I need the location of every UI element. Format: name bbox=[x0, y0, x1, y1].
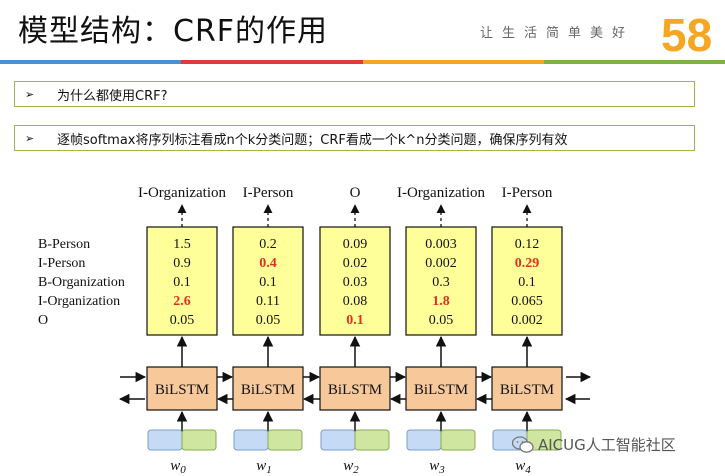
bilstm-box bbox=[146, 366, 218, 411]
bilstm-label: BiLSTM bbox=[241, 382, 295, 398]
slogan: 让生活简单美好 bbox=[480, 26, 635, 41]
bullet-arrow-icon: ➢ bbox=[25, 131, 35, 145]
score-value: 0.05 bbox=[429, 313, 454, 328]
score-value: 1.5 bbox=[173, 237, 191, 252]
word-subscript: 2 bbox=[353, 464, 359, 476]
embedding-left bbox=[406, 429, 442, 451]
word-base: w bbox=[429, 458, 439, 474]
score-value: 0.1 bbox=[346, 313, 364, 328]
header-rule bbox=[0, 60, 725, 64]
score-value: 0.1 bbox=[173, 275, 191, 290]
embedding-right bbox=[181, 429, 217, 451]
score-value: 0.002 bbox=[425, 256, 457, 271]
bullet-text: 为什么都使用CRF? bbox=[57, 88, 168, 104]
score-box bbox=[146, 226, 218, 336]
word-base: w bbox=[515, 458, 525, 474]
embedding-left bbox=[320, 429, 356, 451]
score-value: 0.12 bbox=[515, 237, 540, 252]
bilstm-label: BiLSTM bbox=[414, 382, 468, 398]
word-base: w bbox=[343, 458, 353, 474]
word-label: w1 bbox=[256, 458, 272, 476]
score-value: 0.08 bbox=[343, 294, 368, 309]
score-value: 2.6 bbox=[173, 294, 191, 309]
output-label: I-Organization bbox=[397, 185, 486, 201]
output-label: I-Organization bbox=[138, 185, 227, 201]
bilstm-label: BiLSTM bbox=[155, 382, 209, 398]
score-box bbox=[405, 226, 477, 336]
brand-logo-text: 58 bbox=[661, 9, 712, 56]
score-value: 0.02 bbox=[343, 256, 368, 271]
score-value: 0.05 bbox=[256, 313, 281, 328]
word-base: w bbox=[170, 458, 180, 474]
output-label: I-Person bbox=[502, 185, 553, 201]
word-subscript: 4 bbox=[525, 464, 531, 476]
score-value: 0.9 bbox=[173, 256, 191, 271]
word-subscript: 0 bbox=[180, 464, 186, 476]
score-value: 0.1 bbox=[518, 275, 536, 290]
bilstm-label: BiLSTM bbox=[500, 382, 554, 398]
bullet-text: 逐帧softmax将序列标注看成n个k分类问题；CRF看成一个k^n分类问题，确… bbox=[57, 132, 568, 148]
watermark-text: AICUG人工智能社区 bbox=[538, 436, 676, 454]
score-box bbox=[319, 226, 391, 336]
bilstm-box bbox=[232, 366, 304, 411]
row-label: B-Organization bbox=[38, 275, 125, 290]
score-value: 0.2 bbox=[259, 237, 277, 252]
embedding-right bbox=[267, 429, 303, 451]
bilstm-box bbox=[405, 366, 477, 411]
embedding-right bbox=[440, 429, 476, 451]
brand-logo: 58 bbox=[661, 9, 712, 56]
bullet-box-why-crf: ➢ 为什么都使用CRF? bbox=[14, 81, 695, 107]
embedding-left bbox=[147, 429, 183, 451]
bullet-box-crf-explanation: ➢ 逐帧softmax将序列标注看成n个k分类问题；CRF看成一个k^n分类问题… bbox=[14, 125, 695, 151]
score-value: 0.03 bbox=[343, 275, 368, 290]
score-box bbox=[491, 226, 563, 336]
row-label: B-Person bbox=[38, 237, 90, 252]
header-rule-segment-3 bbox=[362, 60, 544, 64]
score-box bbox=[232, 226, 304, 336]
score-value: 0.11 bbox=[256, 294, 280, 309]
word-label: w4 bbox=[515, 458, 531, 476]
diagram-column: I-Organization 0.003 0.002 0.3 1.8 0.05BiLSTM… bbox=[397, 185, 493, 476]
row-label: I-Person bbox=[38, 256, 85, 271]
watermark: AICUG人工智能社区 bbox=[512, 434, 676, 455]
score-value: 0.002 bbox=[511, 313, 543, 328]
word-subscript: 1 bbox=[266, 464, 272, 476]
wechat-icon bbox=[512, 435, 534, 453]
output-label: I-Person bbox=[243, 185, 294, 201]
row-label: O bbox=[38, 313, 48, 328]
embedding-right bbox=[354, 429, 390, 451]
bilstm-box bbox=[319, 366, 391, 411]
word-subscript: 3 bbox=[438, 464, 445, 476]
score-value: 0.05 bbox=[170, 313, 195, 328]
score-value: 1.8 bbox=[432, 294, 450, 309]
score-value: 0.09 bbox=[343, 237, 368, 252]
word-label: w3 bbox=[429, 458, 445, 476]
bilstm-box bbox=[491, 366, 563, 411]
word-base: w bbox=[256, 458, 266, 474]
score-value: 0.003 bbox=[425, 237, 457, 252]
embedding-left bbox=[233, 429, 269, 451]
output-label: O bbox=[350, 185, 361, 201]
word-label: w2 bbox=[343, 458, 359, 476]
word-label: w0 bbox=[170, 458, 186, 476]
bilstm-label: BiLSTM bbox=[328, 382, 382, 398]
score-value: 0.3 bbox=[432, 275, 450, 290]
row-label: I-Organization bbox=[38, 294, 120, 309]
row-labels: B-PersonI-PersonB-OrganizationI-Organiza… bbox=[38, 237, 125, 328]
score-value: 0.1 bbox=[259, 275, 277, 290]
header-rule-segment-1 bbox=[0, 60, 182, 64]
score-value: 0.29 bbox=[515, 256, 540, 271]
score-value: 0.065 bbox=[511, 294, 543, 309]
header-rule-segment-4 bbox=[543, 60, 725, 64]
header-rule-segment-2 bbox=[181, 60, 363, 64]
page-title: 模型结构：CRF的作用 bbox=[18, 14, 329, 49]
bullet-arrow-icon: ➢ bbox=[25, 87, 35, 101]
diagram-columns: I-Organization1.50.90.12.60.05BiLSTMw0I-… bbox=[118, 185, 592, 476]
score-value: 0.4 bbox=[259, 256, 277, 271]
